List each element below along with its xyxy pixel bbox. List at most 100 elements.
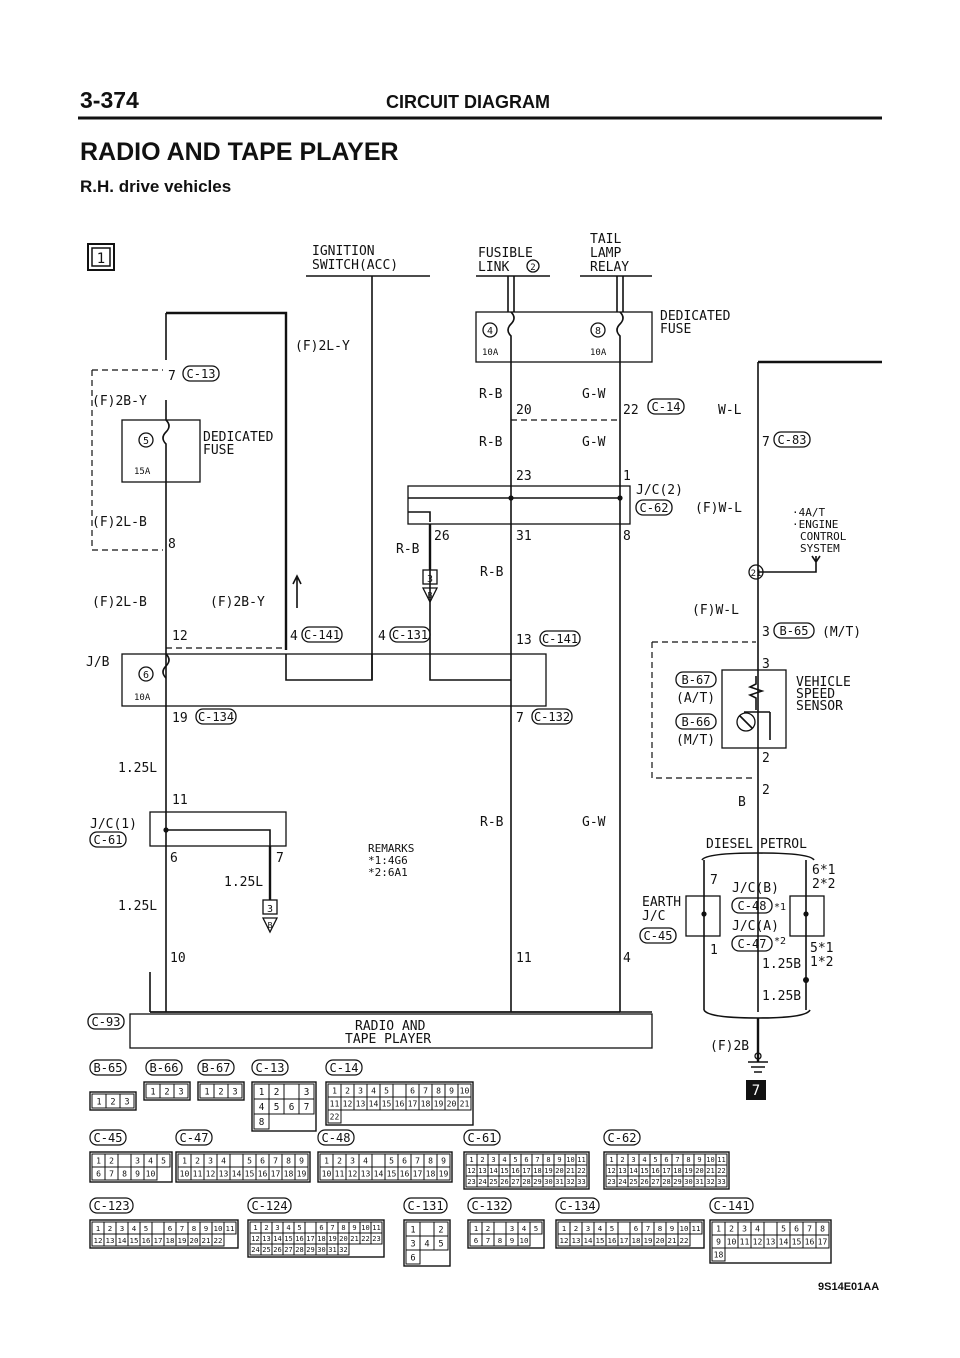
conn-c48-tag [731,897,773,914]
connector-pin-number: 17 [306,1235,314,1243]
connector-pin-number: 26 [273,1246,281,1254]
connector-pin-number: 16 [805,1238,815,1247]
connector-pin-number: 11 [193,1170,203,1179]
connector-pin-number: 1 [324,1157,329,1166]
connector-pin-number: 32 [339,1246,347,1254]
conn-c132-tag [531,708,573,725]
vss-label-3: SENSOR [796,699,843,714]
connector-pin-number: 14 [369,1100,379,1109]
connector-pin-number: 17 [154,1236,163,1245]
connector-label: C-141 [713,1199,749,1213]
svg-text:IGNITION: IGNITION [312,244,375,259]
conn-c83-text: C-83 [778,433,807,447]
connector-pin [575,1175,588,1188]
label-f2by-a: (F)2B-Y [92,394,147,409]
connector-pin-number: 2 [438,1225,443,1235]
connector-pin-number: 9 [716,1238,721,1247]
section-marker: 1 [87,243,115,271]
conn-c141a-tag [301,626,343,643]
pin-7j: 7 [710,873,718,888]
connector-pin-number: 21 [566,1167,574,1175]
tail-lamp-relay-label: TAIL LAMP RELAY [580,232,652,277]
svg-text:SWITCH(ACC): SWITCH(ACC) [312,258,398,273]
connector-pin-number: 29 [673,1178,681,1186]
label-rb-5: R-B [480,815,504,830]
connector-pin-number: 13 [618,1167,626,1175]
connector-pin-number: 18 [533,1167,541,1175]
conn-c83-tag [773,431,811,448]
connector-pin [711,1247,726,1262]
pin-19: 19 [172,711,188,726]
connector-pin-number: 7 [273,1157,278,1166]
pin-4b: 4 [623,951,631,966]
connector-pin-number: 4 [132,1224,137,1233]
wire-tail-relay [616,276,624,312]
connector-label: C-124 [251,1199,287,1213]
connector-pin-number: 28 [295,1246,303,1254]
connector-pin [436,1166,451,1181]
connector-pin [715,1175,728,1188]
connector-pin-number: 9 [352,1224,356,1232]
vss-label-1: VEHICLE [796,675,851,690]
conn-c13-tag [182,365,220,382]
connector-pin-number: 15 [387,1170,397,1179]
label-wl: W-L [718,403,742,418]
jc1-label: J/C(1) [90,817,137,832]
connector-outline [197,1081,245,1101]
connector-pin-number: 31 [555,1178,563,1186]
connector-pin-number: 18 [166,1236,175,1245]
connector-pin-number: 9 [697,1156,701,1164]
connector-pin-number: 32 [706,1178,714,1186]
connector-pin-number: 23 [372,1235,380,1243]
conn-c61-tag [89,831,127,848]
label-b: B [738,795,746,810]
connector-pin-number: 16 [295,1235,303,1243]
connector-pin-number: 5 [438,1239,443,1249]
connector-pin-number: 9 [557,1156,561,1164]
earth-ground-symbol: 7 [746,1018,768,1100]
label-diesel: DIESEL [706,837,753,852]
connector-label-pill [247,1197,292,1214]
pin-5s1: 5*1 [810,941,833,956]
connector-pin-number: 14 [118,1236,127,1245]
conn-c45-tag [639,927,677,944]
connector-pin-number: 5 [274,1102,280,1113]
connector-pin-number: 9 [441,1157,446,1166]
conn-c62-text: C-62 [640,501,669,515]
connector-pin-number: 1 [150,1087,155,1097]
connector-pin-number: 1 [204,1087,209,1097]
connector-pin-number: 8 [122,1170,127,1179]
jca-label: J/C(A) [732,919,779,934]
dedicated-fuse-label-left-2: FUSE [203,443,234,458]
connector-label: C-13 [256,1061,285,1075]
connector-pin-number: 11 [577,1156,585,1164]
dashed-left [91,369,163,551]
label-125l-2: 1.25L [224,875,263,890]
connector-pin-number: 2 [110,1097,115,1107]
connector-pin [763,1221,778,1236]
connector-pin-number: 5 [144,1224,148,1233]
connector-pin-number: 6 [168,1224,172,1233]
connector-pin-number: 3 [304,1087,310,1098]
connector-pin-number: 6 [794,1225,799,1234]
connector-pin-number: 1 [562,1224,566,1233]
conn-c14-text: C-14 [652,400,681,414]
connector-pin-number: 6 [96,1170,101,1179]
connector-pin-number: 13 [262,1235,270,1243]
connector-label: C-14 [330,1061,359,1075]
connector-pin-number: 10 [566,1156,574,1164]
connector-pin-number: 12 [348,1170,358,1179]
connector-pin-number: 2 [274,1087,280,1098]
connector-pin-number: 1 [474,1224,478,1233]
connector-pin-number: 10 [361,1224,369,1232]
connector-pin-number: 7 [415,1157,420,1166]
connector-pin-number: 7 [675,1156,679,1164]
